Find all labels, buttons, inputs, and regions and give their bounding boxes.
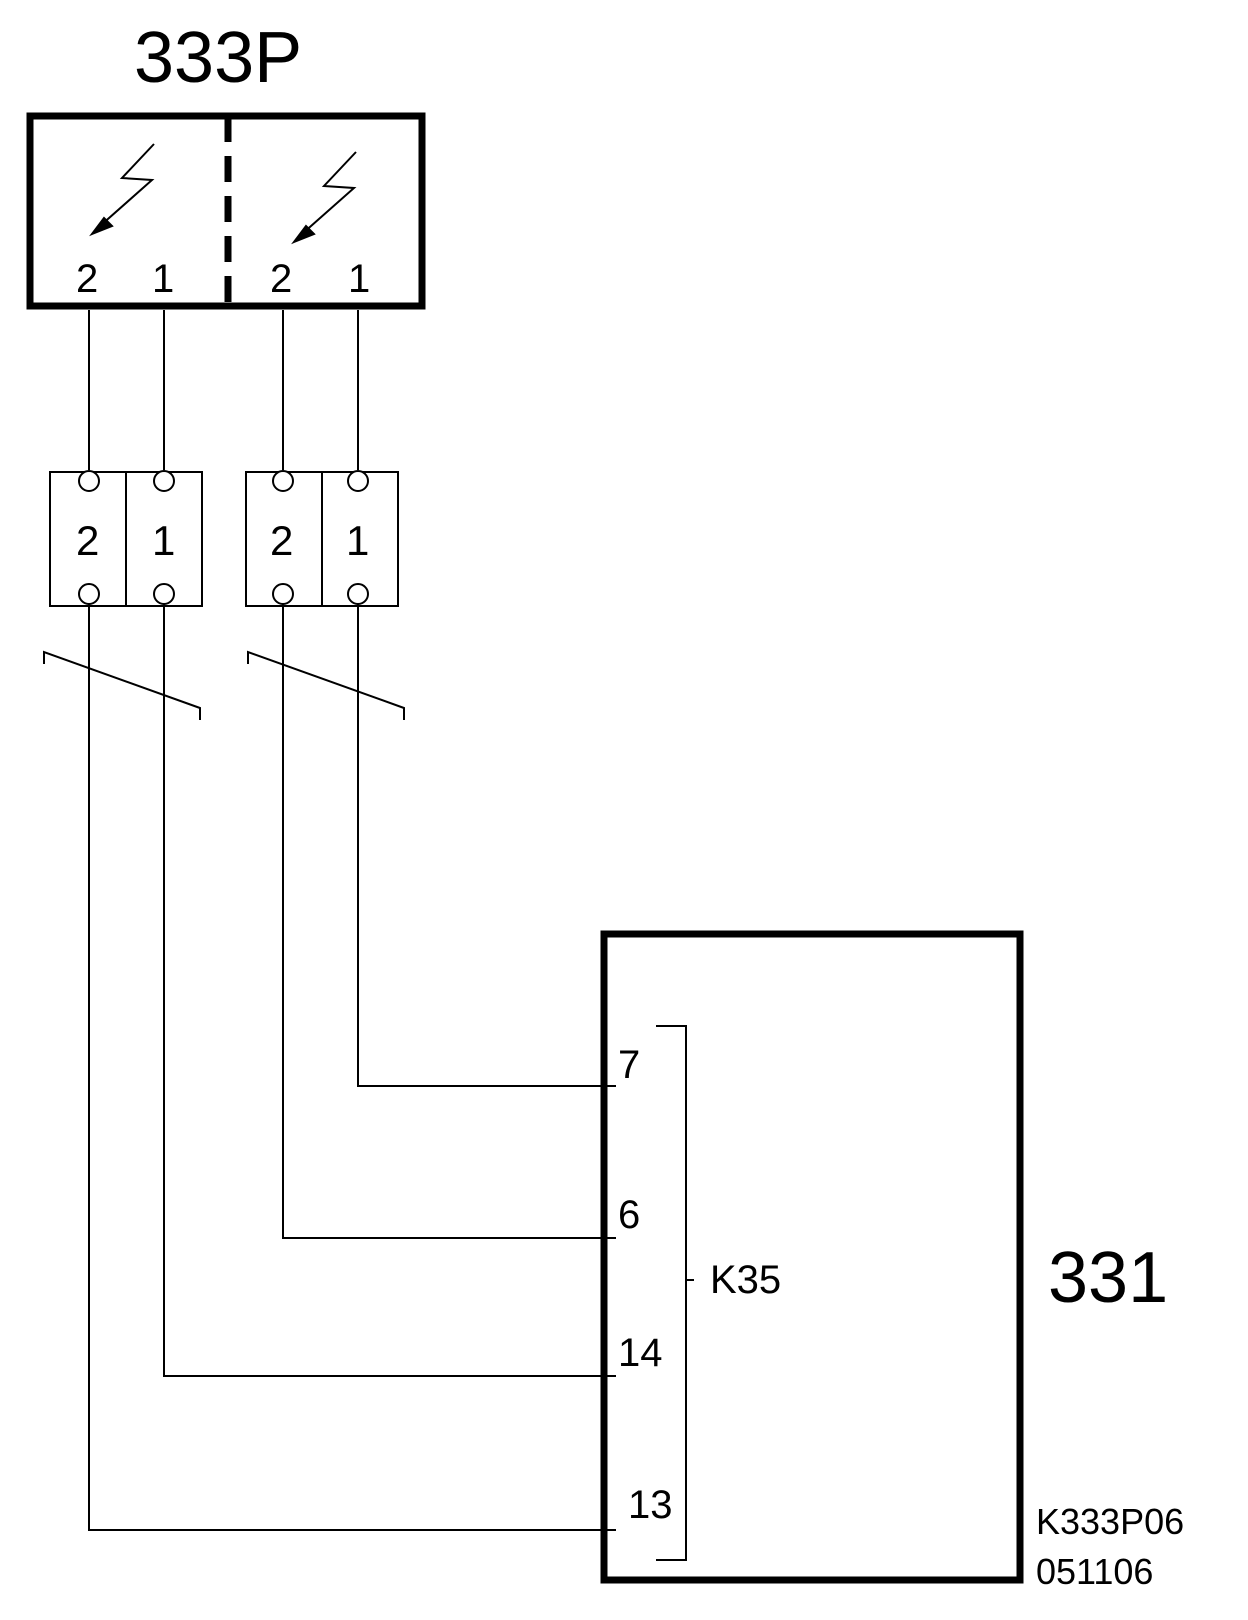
lightning-arrow-icon bbox=[291, 151, 357, 245]
drawing-id: K333P06 bbox=[1036, 1501, 1184, 1542]
component-333p-title: 333P bbox=[134, 18, 302, 98]
terminal-label: 1 bbox=[346, 517, 369, 564]
terminal-block-2: 2 1 bbox=[245, 470, 399, 607]
lightning-arrow-icon bbox=[89, 143, 155, 237]
pin-label: 2 bbox=[76, 257, 98, 301]
component-331-title: 331 bbox=[1048, 1238, 1168, 1318]
wires-lower bbox=[88, 604, 616, 1531]
cable-bundle-marker bbox=[247, 650, 405, 720]
date-code: 051106 bbox=[1036, 1551, 1153, 1592]
pin-label: 1 bbox=[348, 257, 370, 301]
pin-label: 13 bbox=[628, 1483, 673, 1527]
connector-bracket bbox=[656, 1025, 694, 1561]
pin-label: 14 bbox=[618, 1331, 663, 1375]
terminal-label: 1 bbox=[152, 517, 175, 564]
wires-upper bbox=[88, 310, 359, 470]
pin-label: 2 bbox=[270, 257, 292, 301]
connector-label: K35 bbox=[710, 1258, 781, 1302]
pin-label: 1 bbox=[152, 257, 174, 301]
terminal-label: 2 bbox=[76, 517, 99, 564]
component-331-box bbox=[600, 930, 1024, 1584]
pin-label: 6 bbox=[618, 1193, 640, 1237]
terminal-label: 2 bbox=[270, 517, 293, 564]
pin-label: 7 bbox=[618, 1043, 640, 1087]
cable-bundle-marker bbox=[43, 650, 201, 720]
terminal-block-1: 2 1 bbox=[49, 470, 203, 607]
